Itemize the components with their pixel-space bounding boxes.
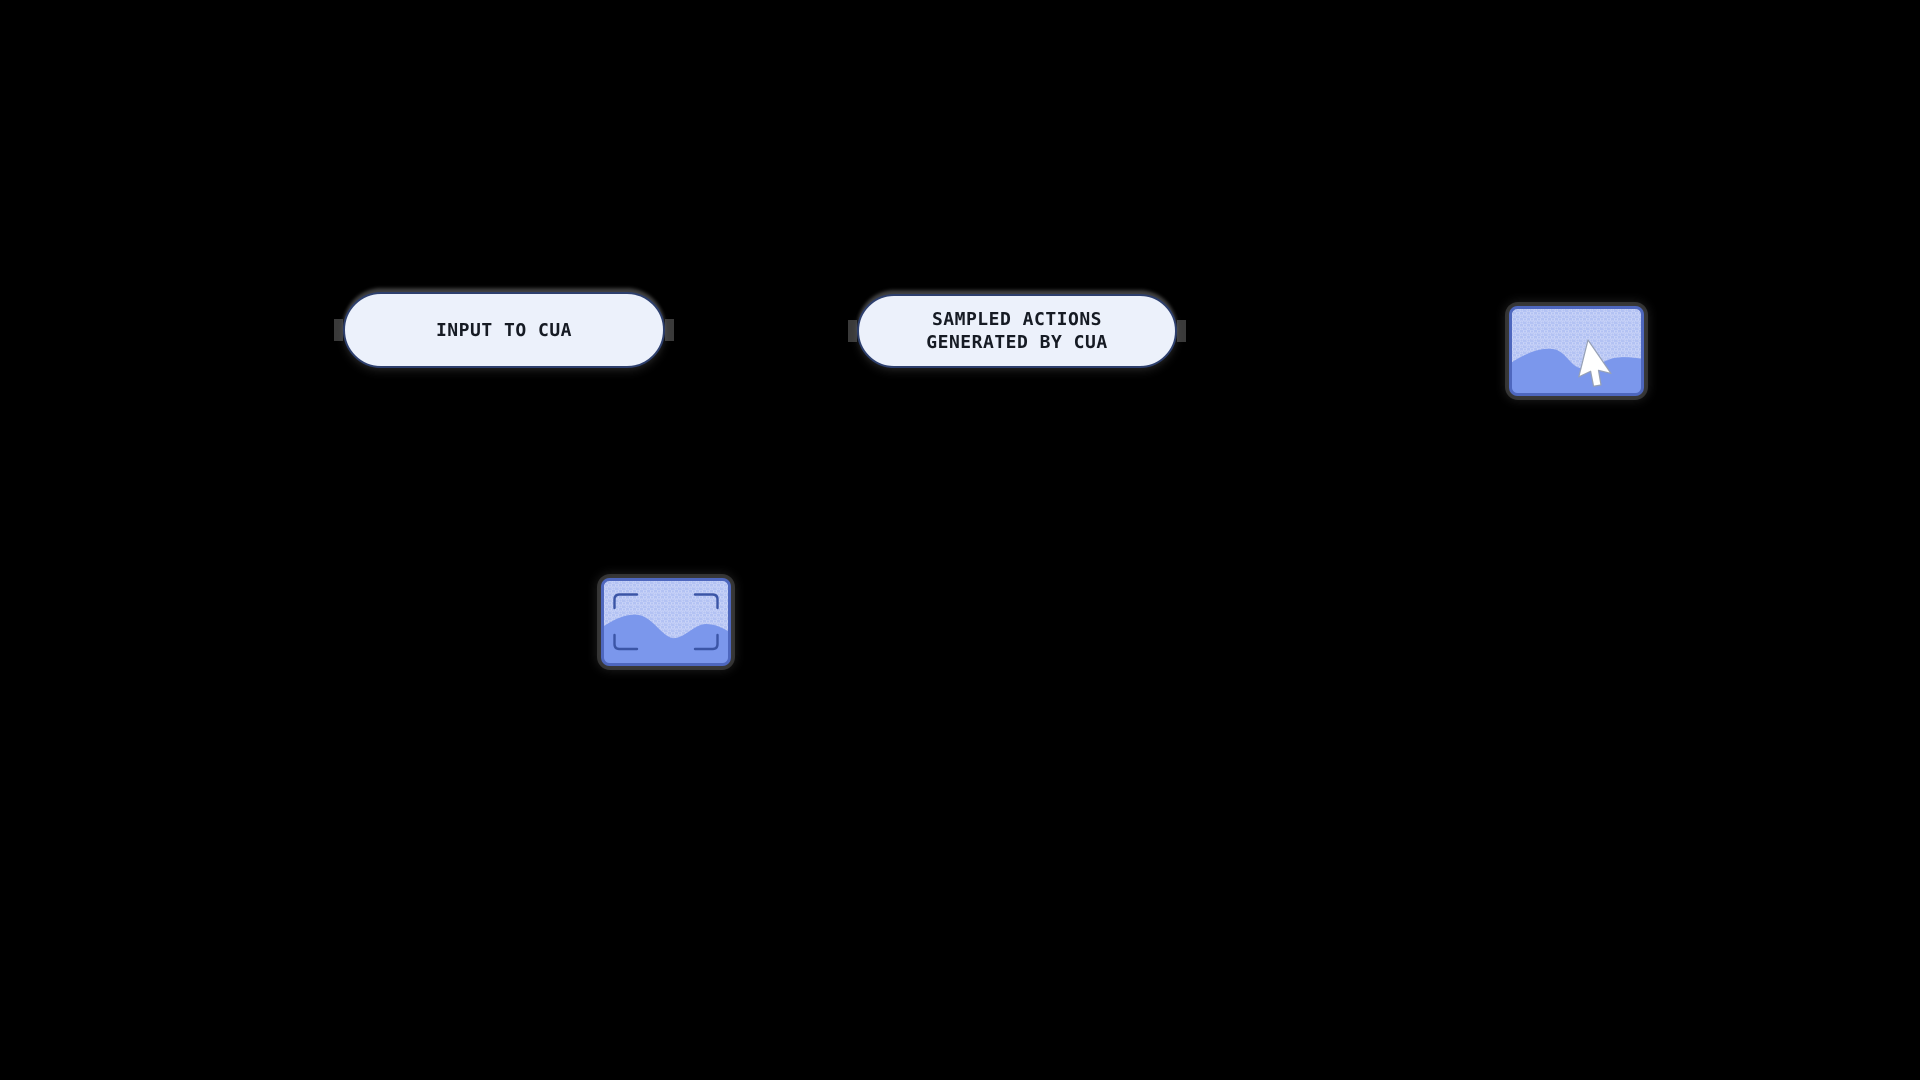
screenshot-image-icon [1509, 306, 1644, 396]
connector-stub-icon [665, 319, 674, 341]
image-wave-shape [602, 614, 730, 665]
thumbnail-border [1509, 306, 1644, 396]
image-wave-shape [1510, 348, 1643, 395]
cursor-arrow-icon [1578, 339, 1612, 387]
screenshot-thumbnail-cursor-icon [1509, 306, 1644, 396]
viewfinder-brackets-icon [613, 593, 719, 651]
connector-stub-icon [1177, 320, 1186, 342]
node-input-to-cua-label: INPUT TO CUA [435, 319, 573, 341]
node-sampled-actions-line1: SAMPLED ACTIONS [931, 309, 1103, 330]
screenshot-image-icon [601, 578, 731, 666]
node-sampled-actions-line2: GENERATED BY CUA [926, 332, 1108, 353]
thumbnail-border [601, 578, 731, 666]
connector-stub-icon [334, 319, 343, 341]
node-sampled-actions: SAMPLED ACTIONS GENERATED BY CUA [848, 294, 1186, 368]
node-input-to-cua: INPUT TO CUA [334, 292, 674, 368]
connector-stub-icon [848, 320, 857, 342]
node-sampled-actions-label: SAMPLED ACTIONS GENERATED BY CUA [926, 308, 1107, 354]
screenshot-thumbnail-viewfinder-icon [601, 578, 731, 666]
